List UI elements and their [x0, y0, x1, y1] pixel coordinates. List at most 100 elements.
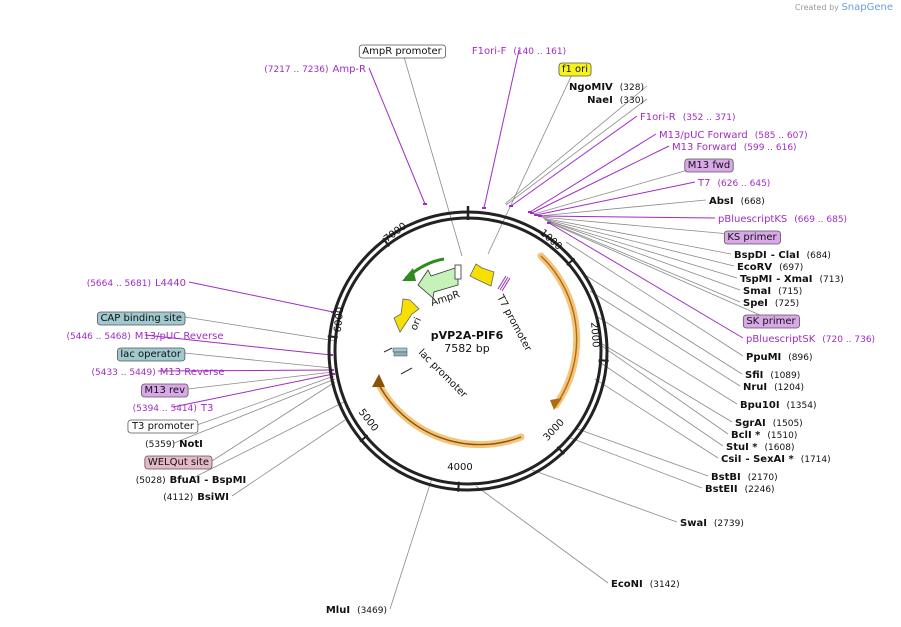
primer-mark-8	[530, 212, 534, 214]
label-part: (5028)	[136, 476, 166, 486]
label-part: BstEII	[705, 484, 738, 495]
leader-line-26	[598, 343, 729, 435]
label-pbluescriptsk-20: pBluescriptSK(720 .. 736)	[746, 334, 875, 345]
label-lac-operator-42: lac operator	[117, 347, 186, 362]
label-part: (896)	[788, 353, 812, 363]
label-text-34: (4112) BsiWI	[163, 492, 229, 503]
leader-line-18	[546, 220, 741, 303]
label-part: F1ori-R	[640, 112, 676, 123]
orf-arcs	[372, 252, 581, 449]
label-text-25: SgrAI(1505)	[735, 418, 803, 429]
tick-4000	[457, 481, 460, 492]
tick-label-6000: 6000	[333, 307, 347, 333]
label-part: (725)	[775, 299, 799, 309]
leader-line-38	[196, 375, 335, 426]
label-m13-fwd-9: M13 fwd	[684, 158, 734, 173]
label-part: (720 .. 736)	[822, 335, 875, 345]
leader-line-11	[538, 199, 707, 217]
label-text-16: TspMI- XmaI(713)	[740, 274, 844, 285]
label-text-35: (5028)BfuAI- BspMI	[136, 475, 247, 486]
label-part: BclI *	[731, 430, 761, 441]
label-part: (328)	[620, 83, 644, 93]
label-part: (352 .. 371)	[683, 113, 736, 123]
label-part: (1204)	[774, 383, 804, 393]
label-part: (2246)	[745, 485, 775, 495]
feature-ori-arrow	[393, 298, 420, 333]
lac-region-features	[383, 347, 413, 375]
plasmid-name: pVP2A-PIF6	[431, 329, 504, 342]
leader-line-37	[173, 378, 336, 444]
primer-mark-45	[331, 311, 335, 313]
label-text-42: lac operator	[120, 349, 181, 360]
label-part: (4112)	[163, 493, 193, 503]
label-f1-ori-3: f1 ori	[558, 62, 592, 77]
label-text-13: KS primer	[727, 232, 777, 243]
leader-line-45	[188, 281, 334, 313]
label-text-9: M13 fwd	[688, 160, 730, 171]
label-part: AbsI	[709, 196, 734, 207]
label-part: (7217 .. 7236)	[264, 65, 328, 75]
label-ngomiv-4: NgoMIV(328)	[569, 82, 644, 93]
orf-arc-vp2-arrowhead	[372, 374, 385, 387]
label-cap-binding-site-44: CAP binding site	[97, 311, 186, 326]
label-text-43: (5446 .. 5468)M13/pUC Reverse	[66, 331, 223, 342]
feature-label-box	[141, 383, 189, 398]
leader-line-22	[584, 274, 743, 375]
label-csii-sexai-28: CsiI- SexAI *(1714)	[721, 454, 831, 465]
label-text-4: NgoMIV(328)	[569, 82, 644, 93]
label-text-20: pBluescriptSK(720 .. 736)	[746, 334, 875, 345]
label-part: BsiWI	[197, 492, 229, 503]
feature-label-box	[358, 44, 447, 59]
leader-line-42	[183, 352, 333, 369]
label-part: EcoNI	[611, 579, 643, 590]
leader-line-6	[510, 115, 638, 207]
label-stui-27: StuI *(1608)	[726, 442, 794, 453]
label-part: (1354)	[787, 401, 817, 411]
label-text-0: AmpR promoter	[362, 46, 442, 57]
label-sgrai-25: SgrAI(1505)	[735, 418, 803, 429]
orf-arc-pif6-core	[540, 255, 578, 406]
leader-line-43	[144, 334, 332, 356]
label-text-33: MluI(3469)	[326, 605, 387, 616]
leader-line-13	[540, 216, 753, 237]
label-ppumi-21: PpuMI(896)	[746, 352, 812, 363]
label-text-17: SmaI(715)	[743, 286, 802, 297]
label-swai-31: SwaI (2739)	[680, 518, 744, 529]
label-part: M13 fwd	[688, 160, 730, 171]
label-text-5: NaeI(330)	[587, 95, 644, 106]
label-part: (1505)	[773, 419, 803, 429]
label-part: Amp-R	[333, 64, 367, 75]
label-text-6: F1ori-R (352 .. 371)	[640, 112, 736, 123]
label-ampr-promoter-0: AmpR promoter	[358, 44, 447, 59]
label-part: SwaI	[680, 518, 707, 529]
leader-line-39	[172, 373, 334, 408]
label-text-40: M13 rev	[145, 385, 186, 396]
leader-line-4	[504, 85, 648, 205]
label-t3-promoter-38: T3 promoter	[127, 419, 199, 434]
label-bspdi-clai-14: BspDI- ClaI(684)	[734, 250, 831, 261]
label-part: StuI *	[726, 442, 758, 453]
tick-label-4000: 4000	[447, 462, 472, 473]
tick-1000	[566, 257, 576, 266]
label-text-32: EcoNI (3142)	[611, 579, 680, 590]
primer-mark-20	[547, 222, 551, 224]
label-part: (626 .. 645)	[717, 179, 770, 189]
tick-6000	[327, 335, 338, 339]
label-part: NruI	[743, 382, 767, 393]
leader-line-25	[598, 341, 733, 423]
label-bpu10i-24: Bpu10I(1354)	[740, 400, 816, 411]
feature-label-box	[97, 311, 186, 326]
primer-mark-43	[329, 354, 333, 356]
label-text-11: AbsI(668)	[709, 196, 765, 207]
label-text-19: SK primer	[746, 316, 796, 327]
orf-arc-vp2	[374, 379, 525, 449]
label-part: (3142)	[650, 580, 680, 590]
label-text-21: PpuMI(896)	[746, 352, 812, 363]
label-part: M13/pUC Forward	[659, 130, 748, 141]
label-text-38: T3 promoter	[131, 421, 195, 432]
leader-line-1	[483, 49, 520, 209]
leader-line-36	[211, 381, 336, 462]
label-text-10: T7(626 .. 645)	[697, 178, 770, 189]
label-part: (2739)	[714, 519, 744, 529]
